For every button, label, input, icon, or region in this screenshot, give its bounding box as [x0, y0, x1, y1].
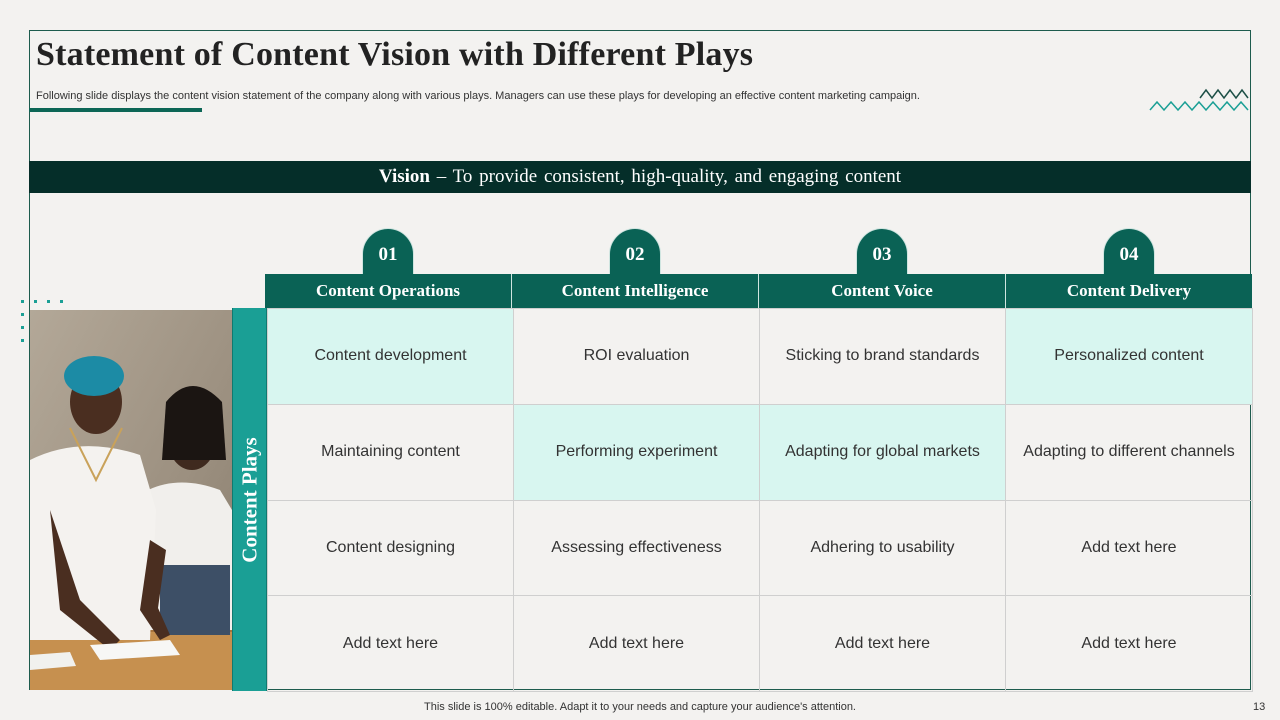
vision-text: – To provide consistent, high-quality, a… [429, 166, 902, 187]
column-number-02: 02 [609, 228, 661, 278]
column-header-content-delivery: Content Delivery [1006, 274, 1252, 308]
table-cell: Assessing effectiveness [513, 499, 760, 597]
table-cell: Adapting for global markets [759, 403, 1006, 501]
table-cell: Add text here [1005, 499, 1253, 597]
vision-label: Vision [378, 166, 430, 187]
table-cell: Maintaining content [267, 403, 514, 501]
table-cell: Performing experiment [513, 403, 760, 501]
slide-title: Statement of Content Vision with Differe… [36, 36, 754, 73]
zigzag-decoration-icon [1149, 88, 1249, 112]
table-cell: Adapting to different channels [1005, 403, 1253, 501]
table-cell: Add text here [513, 595, 760, 692]
team-photo [30, 310, 232, 690]
table-cell: ROI evaluation [513, 308, 760, 405]
table-cell: Personalized content [1005, 308, 1253, 405]
slide-subtitle: Following slide displays the content vis… [36, 90, 920, 102]
title-underline [29, 108, 202, 112]
column-number-04: 04 [1103, 228, 1155, 278]
side-label-content-plays: Content Plays [232, 308, 267, 691]
column-header-content-voice: Content Voice [759, 274, 1006, 308]
side-label-text: Content Plays [237, 436, 261, 563]
table-cell: Add text here [1005, 595, 1253, 692]
column-header-content-intelligence: Content Intelligence [512, 274, 759, 308]
table-cell: Adhering to usability [759, 499, 1006, 597]
table-cell: Content development [267, 308, 514, 405]
footer-note: This slide is 100% editable. Adapt it to… [424, 701, 856, 713]
column-number-01: 01 [362, 228, 414, 278]
vision-statement: Vision – To provide consistent, high-qua… [29, 161, 1251, 193]
table-cell: Add text here [267, 595, 514, 692]
column-header-content-operations: Content Operations [265, 274, 512, 308]
table-cell: Content designing [267, 499, 514, 597]
table-cell: Add text here [759, 595, 1006, 692]
column-number-03: 03 [856, 228, 908, 278]
table-cell: Sticking to brand standards [759, 308, 1006, 405]
page-number: 13 [1253, 701, 1266, 713]
